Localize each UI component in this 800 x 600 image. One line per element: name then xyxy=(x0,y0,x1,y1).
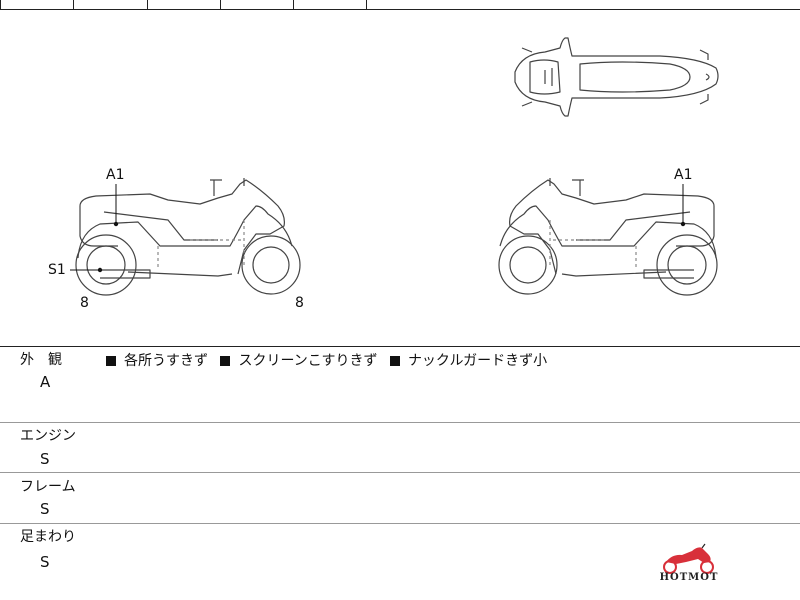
note-text: 各所うすきず xyxy=(124,353,208,369)
scooter-top-view xyxy=(514,37,719,117)
scooter-diagram-svg xyxy=(70,37,719,296)
scooter-right-view xyxy=(498,178,718,296)
strip-divider xyxy=(73,0,74,9)
suspension-section: 足まわり S xyxy=(0,524,800,600)
damage-diagram: A1 S1 8 8 A1 xyxy=(0,10,800,347)
frame-title: フレーム xyxy=(20,479,76,495)
note-item: ナックルガードきず小 xyxy=(389,353,548,369)
note-text: スクリーンこすりきず xyxy=(238,353,378,369)
square-bullet-icon xyxy=(389,356,400,366)
exterior-section: 外 観 A 各所うすきず スクリーンこすりきず ナックルガードきず小 xyxy=(0,347,800,423)
frame-section: フレーム S xyxy=(0,473,800,524)
callout-s1-left: S1 xyxy=(48,262,66,278)
frame-grade: S xyxy=(40,500,50,518)
exterior-title: 外 観 xyxy=(20,352,62,368)
engine-title: エンジン xyxy=(20,428,76,444)
note-text: ナックルガードきず小 xyxy=(407,353,548,369)
note-item: スクリーンこすりきず xyxy=(220,353,377,369)
strip-divider xyxy=(147,0,148,9)
exterior-notes: 各所うすきず スクリーンこすりきず ナックルガードきず小 xyxy=(106,353,555,369)
engine-section: エンジン S xyxy=(0,423,800,473)
callout-a1-right: A1 xyxy=(674,167,693,183)
hotmot-logo: HOTMOT xyxy=(660,543,719,582)
damage-callouts xyxy=(70,184,686,273)
exterior-grade: A xyxy=(40,373,51,391)
suspension-grade: S xyxy=(40,553,50,571)
strip-divider xyxy=(293,0,294,9)
square-bullet-icon xyxy=(220,356,231,366)
suspension-title: 足まわり xyxy=(20,529,76,545)
square-bullet-icon xyxy=(106,356,116,366)
logo-wordmark: HOTMOT xyxy=(660,572,719,582)
callout-rear-wheel-left: 8 xyxy=(80,295,89,311)
callout-front-wheel-left: 8 xyxy=(295,295,304,311)
strip-divider xyxy=(220,0,221,9)
motorcycle-logo-icon xyxy=(663,543,714,574)
callout-a1-left: A1 xyxy=(106,167,125,183)
scooter-left-view xyxy=(75,178,301,296)
strip-divider xyxy=(366,0,367,9)
engine-grade: S xyxy=(40,450,50,468)
note-item: 各所うすきず xyxy=(106,353,208,369)
table-header-strip xyxy=(0,0,800,10)
strip-divider xyxy=(0,0,1,9)
